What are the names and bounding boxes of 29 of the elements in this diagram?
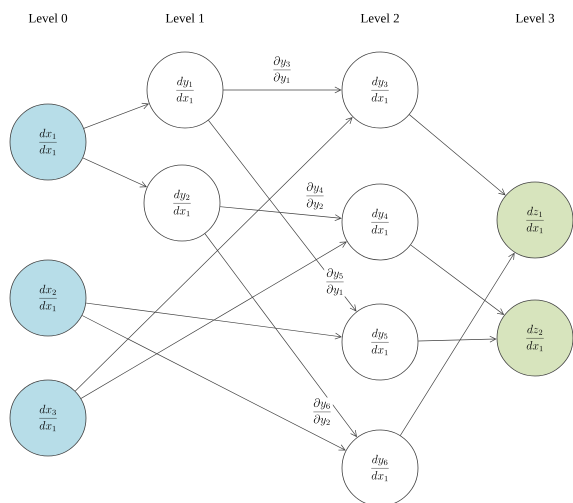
arrow xyxy=(74,116,353,392)
arrow xyxy=(410,244,504,315)
level-label: Level 1 xyxy=(166,13,204,23)
arrow xyxy=(84,102,150,129)
edge-label: $\frac{\partial y_6}{\partial y_2}$ xyxy=(311,398,333,426)
circle-node: $\frac{dy_4}{dx_1}$ xyxy=(342,184,418,260)
arrow xyxy=(204,233,358,438)
circle-node: $\frac{dy_1}{dx_1}$ xyxy=(146,52,224,128)
arrow xyxy=(82,315,346,450)
edge-label: $\frac{\partial y_3}{\partial y_1}$ xyxy=(271,56,293,84)
arrow xyxy=(82,158,148,188)
edge-label: $\frac{\partial y_5}{\partial y_1}$ xyxy=(324,268,346,296)
arrow xyxy=(418,336,497,343)
arrow xyxy=(80,242,347,399)
circle-node: $\frac{dx_2}{dx_1}$ xyxy=(10,260,86,336)
arrow xyxy=(86,302,342,340)
edge-label: $\frac{\partial y_4}{\partial y_2}$ xyxy=(304,182,326,210)
circle-node: $\frac{dy_2}{dx_1}$ xyxy=(144,164,220,242)
circle-node: $\frac{dy_3}{dx_1}$ xyxy=(342,52,418,128)
level-label: Level 3 xyxy=(516,13,554,23)
arrow xyxy=(223,86,342,94)
arrow xyxy=(400,252,515,436)
circle-node: $\frac{dy_5}{dx_1}$ xyxy=(342,304,418,380)
circle-node: $\frac{dx_3}{dx_1}$ xyxy=(10,380,86,456)
level-label: Level 2 xyxy=(360,13,399,23)
arrow xyxy=(220,206,342,222)
arrow xyxy=(409,114,506,196)
level-label: Level 0 xyxy=(28,13,68,23)
circle-node: $\frac{dx_1}{dx_1}$ xyxy=(10,104,86,180)
